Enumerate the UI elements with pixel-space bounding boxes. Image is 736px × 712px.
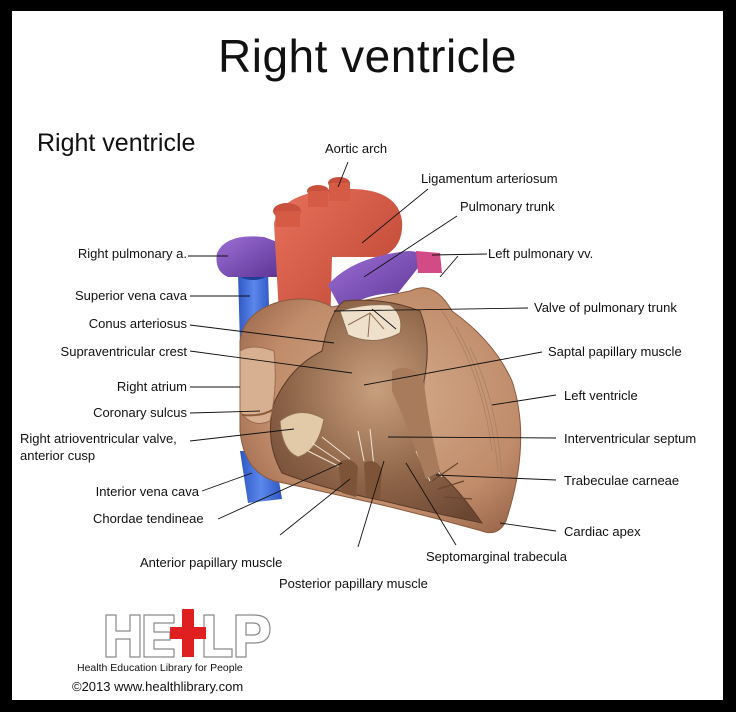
leader-ivc [201,472,253,492]
leader-supraventricular [189,350,353,374]
label-interior-vena-cava: Interior vena cava [95,484,199,499]
label-right-pulmonary-a: Right pulmonary a. [77,246,187,261]
label-right-av-valve-line2: anterior cusp [20,448,96,463]
pulmonary-valve-cusps [347,312,385,338]
trabeculae-strands [431,462,473,500]
label-superior-vena-cava: Superior vena cava [74,288,187,303]
leader-coronary-sulcus [189,410,261,414]
page-title: Right ventricle [218,30,517,82]
label-cardiac-apex: Cardiac apex [564,524,641,539]
leader-pulm-valve-2 [371,308,397,330]
leader-aortic-arch [337,161,349,188]
leader-conus [189,324,335,344]
leader-septum [387,436,557,439]
leader-lines [188,161,557,548]
leader-posterior-papillary [357,460,385,548]
leader-left-pulm-1 [431,253,488,256]
label-posterior-papillary-muscle: Posterior papillary muscle [279,576,428,591]
leader-anterior-papillary [279,478,351,536]
interventricular-septum-shape [392,367,440,479]
label-valve-of-pulmonary-trunk: Valve of pulmonary trunk [534,300,677,315]
label-chordae-tendineae: Chordae tendineae [93,511,204,526]
help-logo [105,609,271,658]
leader-chordae [217,462,343,520]
label-conus-arteriosus: Conus arteriosus [88,316,187,331]
leader-ligamentum [361,188,429,244]
label-pulmonary-trunk: Pulmonary trunk [460,199,555,214]
left-pulmonary-veins-shape [416,251,442,273]
label-supraventricular-crest: Supraventricular crest [60,344,187,359]
leader-pulm-valve [333,307,529,312]
help-logo-cross [170,609,206,657]
posterior-papillary-muscle-shape [364,461,382,499]
label-septomarginal-trabecula: Septomarginal trabecula [426,549,567,564]
label-trabeculae-carneae: Trabeculae carneae [564,473,680,488]
label-right-atrium: Right atrium [116,379,187,394]
right-atrium-shape [239,346,276,424]
label-left-pulmonary-vv: Left pulmonary vv. [488,246,594,261]
label-ligamentum-arteriosum: Ligamentum arteriosum [421,171,558,186]
aortic-branch-vessels [275,183,350,227]
label-coronary-sulcus: Coronary sulcus [93,405,187,420]
leader-trabeculae [435,474,557,481]
diagram-card: Right ventricle Right ventricle [12,11,723,700]
logo-tagline: Health Education Library for People [77,662,243,674]
anterior-papillary-muscle-shape [338,459,358,497]
leader-av-valve [189,428,295,442]
leader-left-ventricle [491,394,557,406]
label-aortic-arch: Aortic arch [325,141,388,156]
leader-septomarginal [405,462,457,546]
leader-saptal-papillary [363,351,543,386]
label-interventricular-septum: Interventricular septum [564,431,697,446]
label-anterior-papillary-muscle: Anterior papillary muscle [140,555,283,570]
heart-illustration [188,161,557,548]
label-left-ventricle: Left ventricle [564,388,638,403]
right-pulmonary-artery-shape [216,236,280,277]
label-right-av-valve-line1: Right atrioventricular valve, [20,431,177,446]
coronary-sulcus-line [241,408,275,417]
pulmonary-valve-shape [339,304,402,341]
pulmonary-trunk-shape [328,251,422,311]
left-ventricle-surface [441,310,503,488]
diagram-subtitle: Right ventricle [37,129,196,157]
copyright-text: ©2013 www.healthlibrary.com [72,679,244,694]
leader-cardiac-apex [499,522,557,532]
label-saptal-papillary-muscle: Saptal papillary muscle [548,344,682,359]
leader-pulmonary-trunk [363,215,458,278]
leader-left-pulm-2 [439,255,459,278]
